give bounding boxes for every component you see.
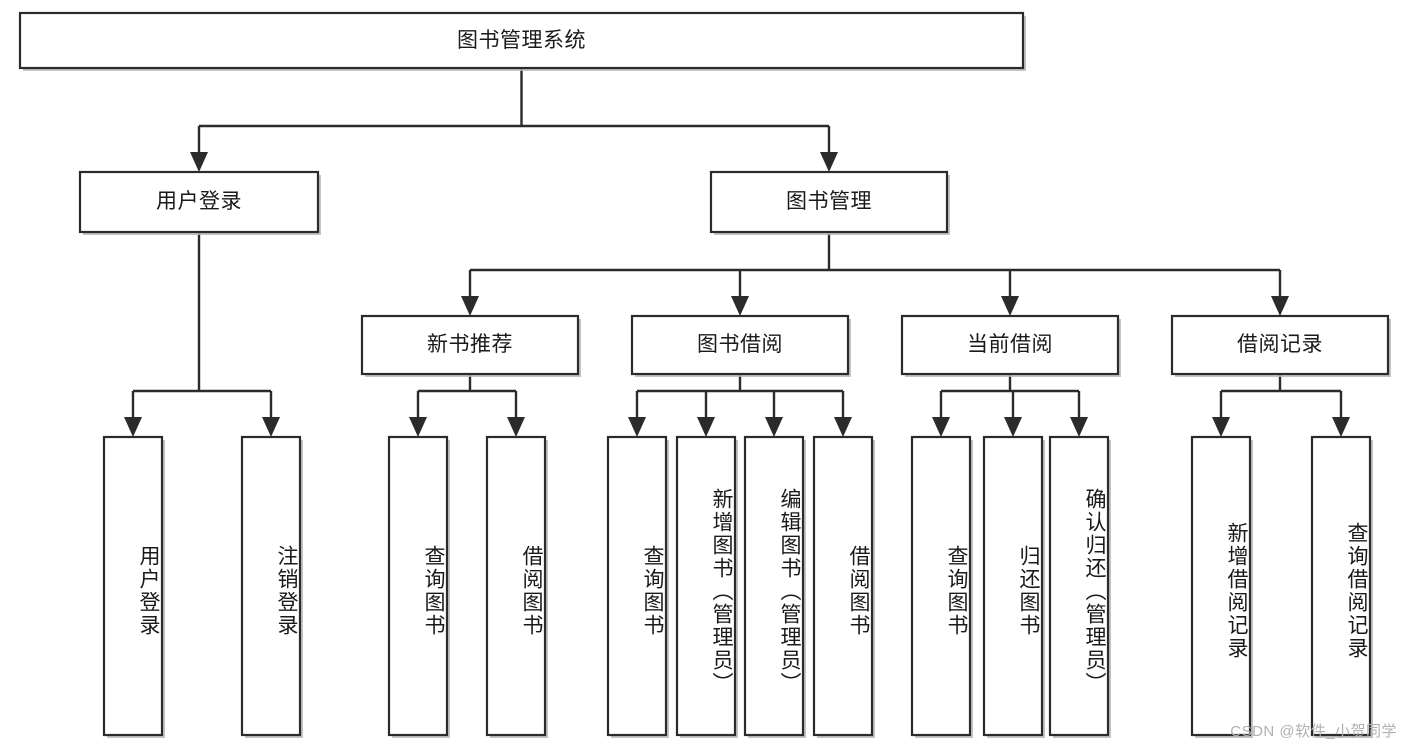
node-leaf-borrow-book[interactable]	[814, 437, 872, 735]
node-current-borrow[interactable]	[902, 316, 1118, 374]
connector-arrowhead	[1004, 417, 1022, 437]
node-box-user-login	[78, 170, 320, 234]
node-box-leaf-add-borrow-record	[1190, 435, 1252, 737]
node-box-leaf-logout-login	[240, 435, 302, 737]
node-new-book-recommend[interactable]	[362, 316, 578, 374]
connector-arrowhead	[731, 296, 749, 316]
node-box-leaf-return-book	[982, 435, 1044, 737]
node-box-root	[18, 11, 1025, 70]
node-borrow-record[interactable]	[1172, 316, 1388, 374]
connector-arrowhead	[262, 417, 280, 437]
node-leaf-borrow-book-recommend[interactable]	[487, 437, 545, 735]
connector-arrowhead	[461, 296, 479, 316]
connector-arrowhead	[1212, 417, 1230, 437]
node-box-leaf-edit-book-admin	[743, 435, 805, 737]
csdn-watermark: CSDN @软件_小贺同学	[1230, 723, 1397, 740]
node-box-leaf-borrow-book	[812, 435, 874, 737]
connector-arrowhead	[409, 417, 427, 437]
connector-arrowhead	[1070, 417, 1088, 437]
connector-arrowhead	[507, 417, 525, 437]
node-user-login[interactable]	[80, 172, 318, 232]
node-box-borrow-record	[1170, 314, 1390, 376]
node-leaf-edit-book-admin[interactable]	[745, 437, 803, 735]
node-book-borrow[interactable]	[632, 316, 848, 374]
node-leaf-query-book-recommend[interactable]	[389, 437, 447, 735]
node-leaf-query-book-current[interactable]	[912, 437, 970, 735]
node-box-leaf-query-borrow-record	[1310, 435, 1372, 737]
node-box-current-borrow	[900, 314, 1120, 376]
node-box-leaf-confirm-return-admin	[1048, 435, 1110, 737]
connector-arrowhead	[1271, 296, 1289, 316]
connector-arrowhead	[697, 417, 715, 437]
connector-group	[124, 68, 1350, 437]
node-leaf-add-borrow-record[interactable]	[1192, 437, 1250, 735]
node-root[interactable]	[20, 13, 1023, 68]
node-box-leaf-borrow-book-recommend	[485, 435, 547, 737]
connector-arrowhead	[820, 152, 838, 172]
node-box-leaf-query-book-current	[910, 435, 972, 737]
connector-arrowhead	[628, 417, 646, 437]
node-box-new-book-recommend	[360, 314, 580, 376]
node-leaf-query-book-borrow[interactable]	[608, 437, 666, 735]
connector-arrowhead	[1332, 417, 1350, 437]
connector-arrowhead	[765, 417, 783, 437]
connector-arrowhead	[1001, 296, 1019, 316]
node-box-leaf-query-book-recommend	[387, 435, 449, 737]
node-leaf-return-book[interactable]	[984, 437, 1042, 735]
node-box-book-manage	[709, 170, 949, 234]
node-leaf-logout-login[interactable]	[242, 437, 300, 735]
node-box-leaf-user-login	[102, 435, 164, 737]
node-leaf-add-book-admin[interactable]	[677, 437, 735, 735]
node-box-leaf-query-book-borrow	[606, 435, 668, 737]
node-leaf-confirm-return-admin[interactable]	[1050, 437, 1108, 735]
node-box-book-borrow	[630, 314, 850, 376]
node-book-manage[interactable]	[711, 172, 947, 232]
connector-arrowhead	[932, 417, 950, 437]
connector-arrowhead	[190, 152, 208, 172]
node-box-group	[18, 11, 1391, 738]
node-leaf-user-login[interactable]	[104, 437, 162, 735]
node-leaf-query-borrow-record[interactable]	[1312, 437, 1370, 735]
connector-arrowhead	[834, 417, 852, 437]
node-box-leaf-add-book-admin	[675, 435, 737, 737]
connector-arrowhead	[124, 417, 142, 437]
